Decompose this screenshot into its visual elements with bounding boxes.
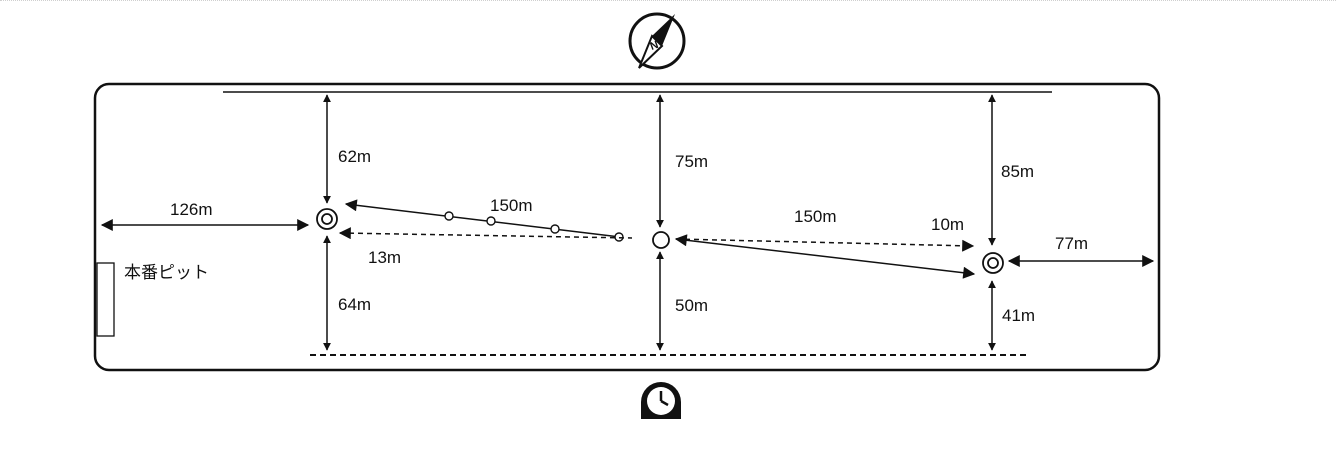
label-10m: 10m xyxy=(931,215,964,234)
label-41m: 41m xyxy=(1002,306,1035,325)
course-point xyxy=(614,232,624,242)
label-77m: 77m xyxy=(1055,234,1088,253)
label-13m: 13m xyxy=(368,248,401,267)
course-boundary xyxy=(93,82,1161,372)
left-leg-line xyxy=(344,199,621,238)
right-mark xyxy=(982,252,1004,274)
page-top-border xyxy=(0,0,1336,1)
pit-label: 本番ピット xyxy=(124,263,209,283)
clock-icon xyxy=(641,382,681,419)
label-150m-left: 150m xyxy=(490,196,533,215)
left-dashed-line xyxy=(338,227,633,240)
pit-box xyxy=(96,262,115,337)
course-point xyxy=(550,224,560,234)
label-62m: 62m xyxy=(338,147,371,166)
svg-text:N: N xyxy=(649,39,661,53)
label-126m: 126m xyxy=(170,200,213,219)
course-point xyxy=(444,211,454,221)
label-150m-right: 150m xyxy=(794,207,837,226)
right-leg-line xyxy=(674,234,976,279)
course-point xyxy=(486,216,496,226)
left-mark xyxy=(316,208,338,230)
label-50m: 50m xyxy=(675,296,708,315)
label-75m: 75m xyxy=(675,152,708,171)
label-64m: 64m xyxy=(338,295,371,314)
label-85m: 85m xyxy=(1001,162,1034,181)
compass-icon: N xyxy=(628,12,686,70)
center-mark xyxy=(652,231,670,249)
